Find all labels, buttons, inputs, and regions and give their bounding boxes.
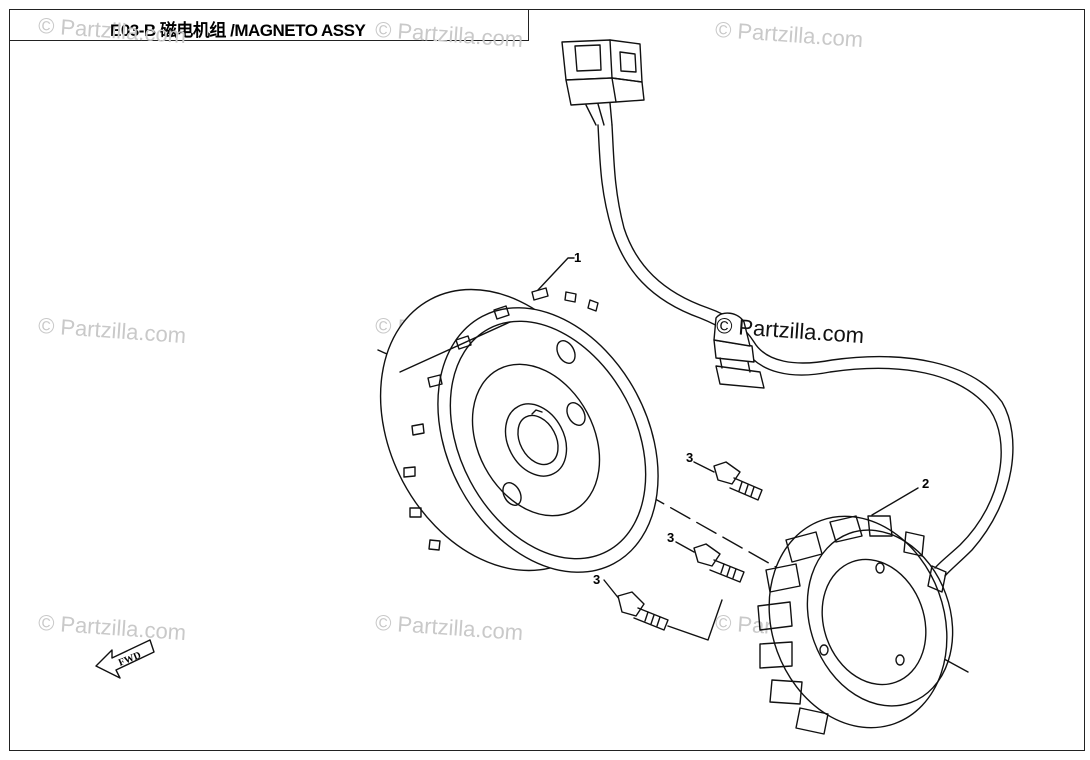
bolt-lower [617, 591, 723, 641]
connector-plug [561, 39, 645, 126]
fwd-label: FWD [117, 650, 143, 669]
flywheel [379, 287, 659, 573]
callout-bolt-upper: 3 [686, 450, 693, 465]
wire-harness [597, 124, 1002, 569]
stator [757, 515, 954, 735]
diagram-title: E03-B 磁电机组 /MAGNETO ASSY [110, 21, 366, 40]
callout-stator: 2 [922, 476, 929, 491]
callout-bolt-middle: 3 [667, 530, 674, 545]
callout-flywheel: 1 [574, 250, 581, 265]
title-box: E03-B 磁电机组 /MAGNETO ASSY [9, 9, 529, 41]
bolt-upper [713, 461, 763, 501]
callout-bolt-lower: 3 [593, 572, 600, 587]
bolt-middle [693, 543, 745, 583]
drawing-frame [9, 9, 1085, 751]
grommet [713, 312, 765, 389]
fwd-arrow-icon [95, 639, 155, 679]
